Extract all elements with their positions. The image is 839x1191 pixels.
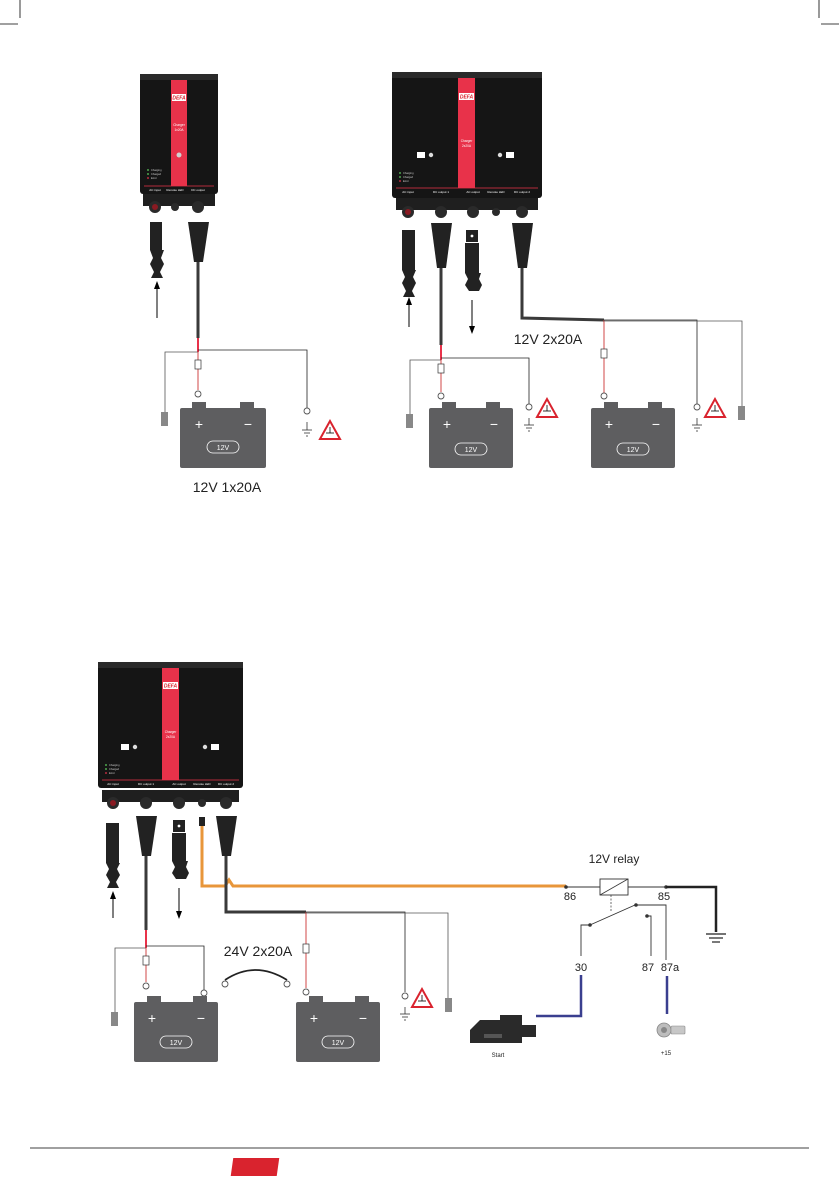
start-connector-icon: Start bbox=[470, 1015, 536, 1059]
svg-text:Remote LED: Remote LED bbox=[487, 190, 505, 194]
svg-text:−: − bbox=[490, 416, 498, 432]
svg-text:−: − bbox=[197, 1010, 205, 1026]
svg-text:AC input: AC input bbox=[107, 782, 119, 786]
charger-label-rating: 1x20A bbox=[174, 128, 184, 132]
svg-text:Error: Error bbox=[151, 176, 157, 180]
svg-text:DEFA: DEFA bbox=[172, 96, 186, 102]
svg-text:DC output 2: DC output 2 bbox=[514, 190, 530, 194]
svg-text:AC output: AC output bbox=[466, 190, 480, 194]
relay-title: 12V relay bbox=[589, 852, 640, 866]
diagram-24v-relay: DEFA Charger 2x20A Charging Charged Erro… bbox=[98, 662, 726, 1062]
svg-text:DEFA: DEFA bbox=[460, 95, 474, 101]
battery-3b: + − 12V bbox=[296, 996, 380, 1062]
relay-pin-87a: 87a bbox=[661, 962, 680, 974]
svg-text:DEFA: DEFA bbox=[395, 1160, 432, 1176]
svg-text:2x20A: 2x20A bbox=[462, 144, 472, 148]
defa-logo: DEFA bbox=[172, 94, 186, 102]
ignition-terminal-icon: +15 bbox=[656, 1022, 686, 1057]
svg-text:12V: 12V bbox=[465, 447, 478, 454]
relay-pin-87: 87 bbox=[642, 962, 654, 974]
caption-2x20a: 12V 2x20A bbox=[514, 331, 583, 347]
svg-text:Charging: Charging bbox=[109, 763, 120, 767]
ignition-label: +15 bbox=[661, 1051, 672, 1057]
crop-marks bbox=[0, 0, 839, 25]
footer-logo: DEFA bbox=[230, 1158, 433, 1176]
svg-text:12V: 12V bbox=[332, 1040, 345, 1047]
port-label-remote-led: Remote LED bbox=[166, 188, 184, 192]
charger-unit-2: DEFA Charger 2x20A Charging Charged Erro… bbox=[392, 72, 542, 218]
svg-text:+: + bbox=[310, 1010, 318, 1026]
relay-pin-86: 86 bbox=[564, 891, 576, 903]
diagram-2x20a: DEFA Charger 2x20A Charging Charged Erro… bbox=[392, 72, 745, 468]
port-label-dc-output: DC output bbox=[191, 188, 205, 192]
svg-text:Charging: Charging bbox=[151, 168, 162, 172]
ac-plug-1 bbox=[150, 222, 164, 318]
battery-1: + − 12V bbox=[180, 402, 266, 468]
svg-text:Charger: Charger bbox=[165, 730, 177, 734]
svg-text:+: + bbox=[443, 416, 451, 432]
charger-unit-1: DEFA Charger 1x20A Charging Charged Erro… bbox=[140, 74, 218, 213]
svg-text:DC output 1: DC output 1 bbox=[138, 782, 154, 786]
svg-text:12V: 12V bbox=[217, 445, 230, 452]
svg-text:+: + bbox=[148, 1010, 156, 1026]
svg-text:AC output: AC output bbox=[172, 782, 186, 786]
diagram-1x20a: DEFA Charger 1x20A Charging Charged Erro… bbox=[140, 74, 342, 495]
svg-text:Charged: Charged bbox=[403, 175, 414, 179]
svg-text:Charger: Charger bbox=[461, 139, 473, 143]
svg-text:DEFA: DEFA bbox=[164, 684, 178, 690]
svg-text:Error: Error bbox=[109, 771, 115, 775]
battery-2b: + − 12V bbox=[591, 402, 675, 468]
dc-cable-1 bbox=[161, 222, 342, 440]
port-label-ac-input: AC input bbox=[149, 188, 161, 192]
svg-text:2x20A: 2x20A bbox=[166, 735, 176, 739]
svg-text:DC output 2: DC output 2 bbox=[218, 782, 234, 786]
relay-12v: 12V relay 86 85 30 87 87a bbox=[536, 852, 726, 1018]
svg-text:+: + bbox=[195, 416, 203, 432]
svg-text:Charged: Charged bbox=[151, 172, 162, 176]
svg-text:Charging: Charging bbox=[403, 171, 414, 175]
battery-3a: + − 12V bbox=[134, 996, 218, 1062]
svg-text:Charged: Charged bbox=[109, 767, 120, 771]
caption-1x20a: 12V 1x20A bbox=[193, 479, 262, 495]
relay-pin-85: 85 bbox=[658, 891, 670, 903]
relay-pin-30: 30 bbox=[575, 962, 587, 974]
svg-text:−: − bbox=[652, 416, 660, 432]
svg-text:DC output 1: DC output 1 bbox=[433, 190, 449, 194]
led-legend: Charging Charged Error bbox=[147, 168, 162, 180]
charger-unit-3: DEFA Charger 2x20A Charging Charged Erro… bbox=[98, 662, 243, 809]
svg-text:AC input: AC input bbox=[402, 190, 414, 194]
svg-text:Remote LED: Remote LED bbox=[193, 782, 211, 786]
svg-text:−: − bbox=[244, 416, 252, 432]
svg-text:+: + bbox=[605, 416, 613, 432]
svg-text:12V: 12V bbox=[627, 447, 640, 454]
charger-label: Charger bbox=[173, 123, 185, 127]
battery-2a: + − 12V bbox=[429, 402, 513, 468]
svg-text:Error: Error bbox=[403, 179, 409, 183]
start-label: Start bbox=[492, 1053, 505, 1059]
svg-text:−: − bbox=[359, 1010, 367, 1026]
caption-24v-2x20a: 24V 2x20A bbox=[224, 943, 293, 959]
warning-icon bbox=[318, 418, 342, 440]
svg-text:12V: 12V bbox=[170, 1040, 183, 1047]
